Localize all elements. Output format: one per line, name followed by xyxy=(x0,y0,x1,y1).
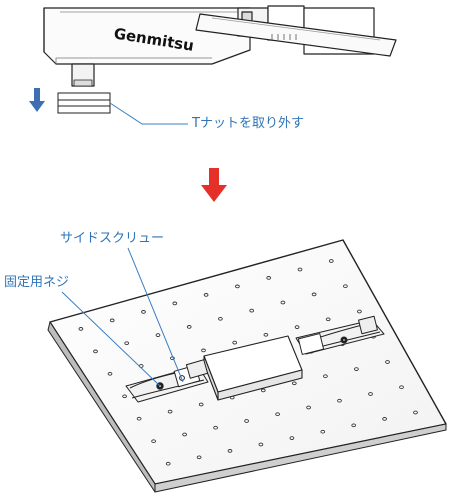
plate-hole xyxy=(351,423,357,428)
plate-hole xyxy=(413,410,418,415)
plate-hole xyxy=(172,301,178,306)
callout-t-nut: Tナットを取り外す xyxy=(192,116,304,131)
plate-hole xyxy=(107,371,113,376)
plate-hole xyxy=(249,308,255,313)
plate-hole xyxy=(280,300,286,305)
plate-hole xyxy=(328,259,334,263)
step-arrow-icon xyxy=(201,168,227,202)
plate-hole xyxy=(244,419,249,423)
plate-hole xyxy=(354,367,359,371)
plate-hole xyxy=(320,429,326,434)
spindle-mount xyxy=(43,5,397,87)
plate-hole xyxy=(306,405,311,410)
plate-hole xyxy=(186,325,192,329)
plate-hole xyxy=(385,360,390,364)
plate-hole xyxy=(311,292,317,297)
plate-hole xyxy=(297,267,303,272)
plate-hole xyxy=(263,332,269,337)
plate-hole xyxy=(227,449,233,453)
plate-hole xyxy=(213,425,218,430)
plate-hole xyxy=(136,416,142,421)
plate-hole xyxy=(141,310,146,314)
plate-hole xyxy=(357,309,362,314)
plate-hole xyxy=(78,327,84,331)
plate-hole xyxy=(155,333,161,337)
remove-arrow-icon xyxy=(29,88,45,112)
leader-line-fixing-screw xyxy=(61,291,161,387)
plate-hole xyxy=(235,284,240,289)
plate-hole xyxy=(399,385,404,390)
clamp-right xyxy=(295,315,385,355)
plate-hole xyxy=(109,318,115,323)
plate-hole xyxy=(124,341,130,346)
plate-hole xyxy=(337,398,342,403)
plate-hole xyxy=(275,412,280,417)
plate-hole xyxy=(201,348,206,353)
plate-hole xyxy=(260,388,266,393)
t-nut xyxy=(57,92,111,114)
plate-hole xyxy=(258,442,264,447)
callout-side-screw: サイドスクリュー xyxy=(60,231,165,246)
plate-hole xyxy=(368,392,373,396)
callout-fixing-screw: 固定用ネジ xyxy=(4,275,70,290)
plate-hole xyxy=(196,455,202,460)
plate-hole xyxy=(232,340,238,345)
leader-line-side-screw xyxy=(127,247,184,383)
plate-hole xyxy=(291,381,297,386)
plate-hole xyxy=(343,284,348,289)
plate-hole xyxy=(382,417,387,421)
plate-hole xyxy=(218,316,223,321)
center-block xyxy=(203,335,303,401)
plate-hole xyxy=(294,325,300,329)
plate-hole xyxy=(203,293,209,297)
plate-hole xyxy=(266,276,272,280)
leader-line-t-nut xyxy=(109,102,188,125)
plate-hole xyxy=(198,402,204,407)
plate-hole xyxy=(165,461,171,466)
plate-hole xyxy=(289,436,295,440)
plate-hole xyxy=(325,317,331,322)
plate-hole xyxy=(151,439,156,444)
plate-hole xyxy=(122,394,127,399)
plate-hole xyxy=(323,374,328,379)
plate-hole xyxy=(93,349,98,354)
plate-hole xyxy=(182,432,187,437)
plate-hole xyxy=(167,409,173,414)
